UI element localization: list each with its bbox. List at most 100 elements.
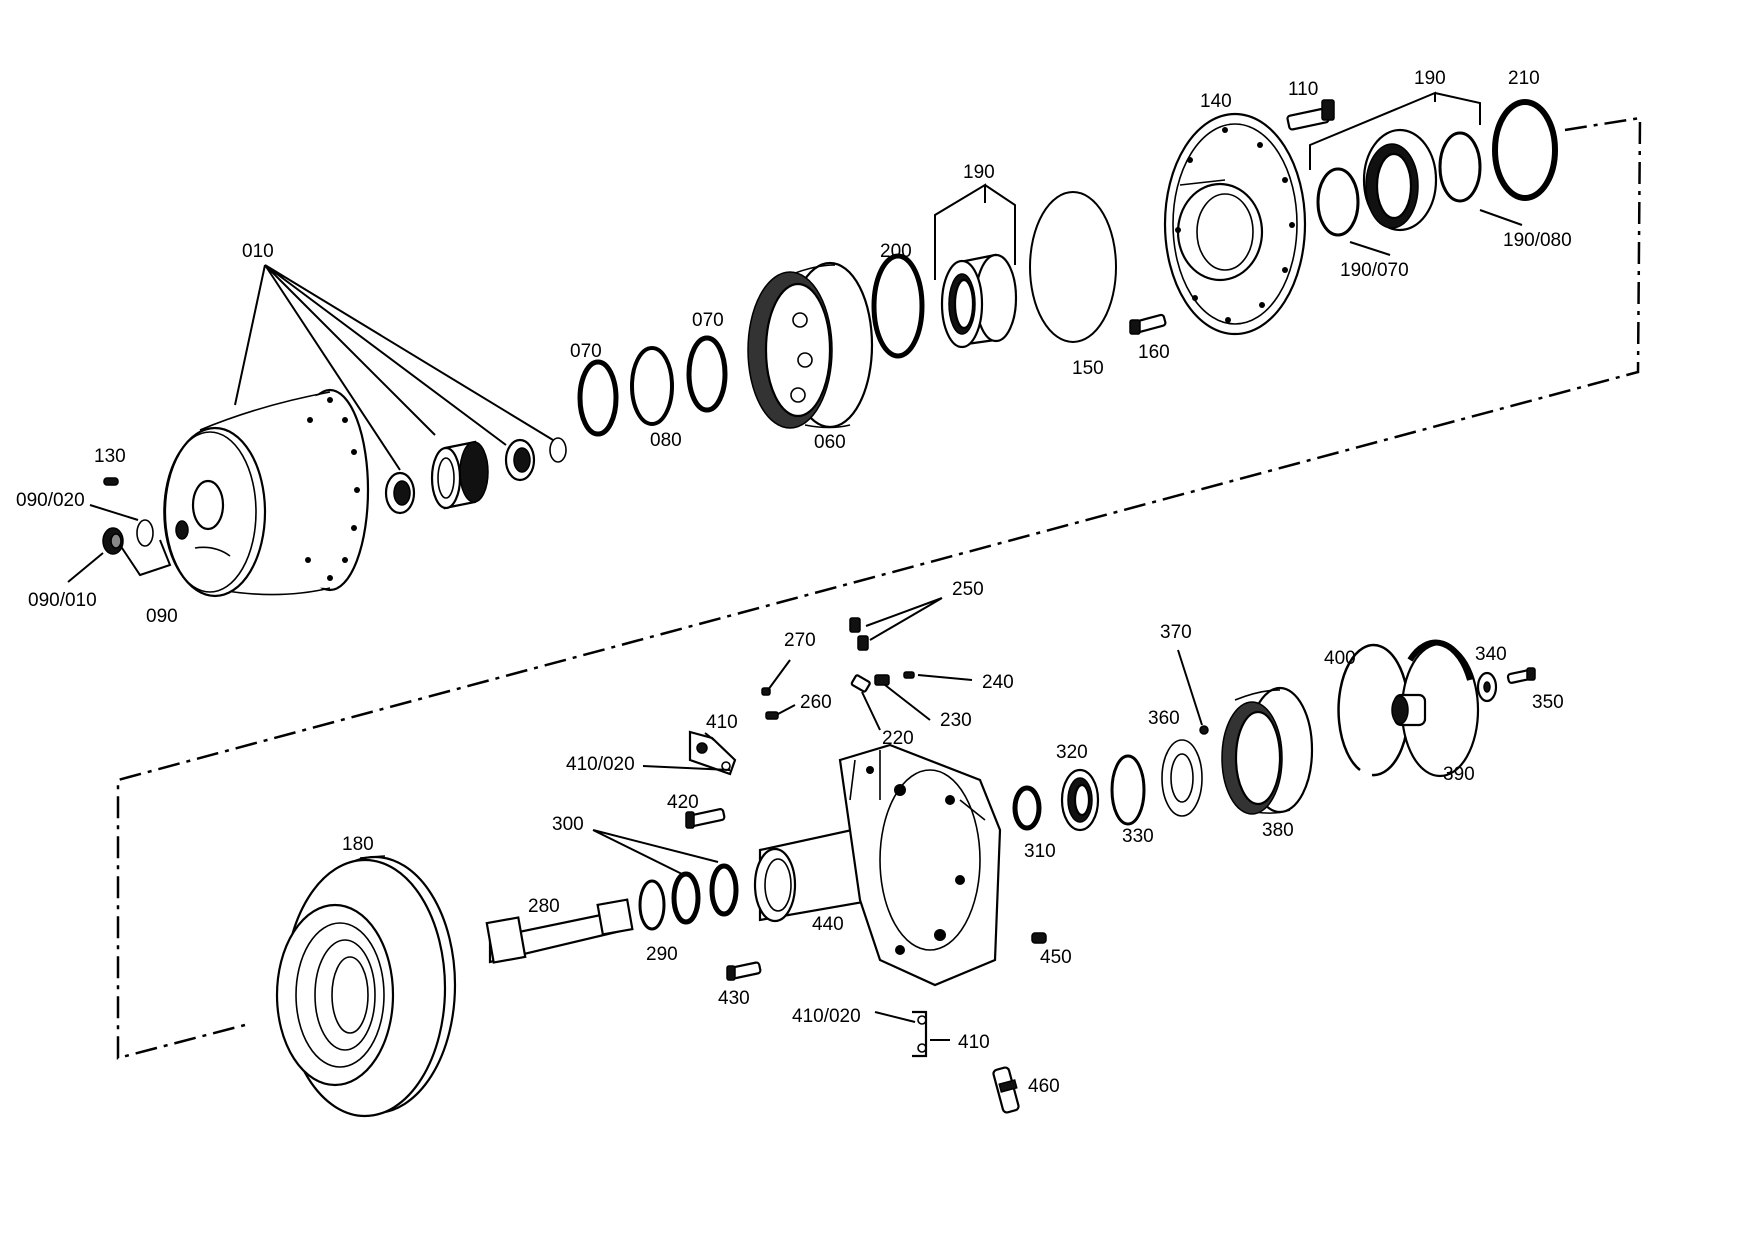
label-390[interactable]: 390 — [1443, 764, 1475, 785]
label-410-a[interactable]: 410 — [706, 712, 738, 733]
label-140[interactable]: 140 — [1200, 91, 1232, 112]
label-320[interactable]: 320 — [1056, 742, 1088, 763]
label-160[interactable]: 160 — [1138, 342, 1170, 363]
part-370-ball[interactable] — [1199, 725, 1209, 735]
label-410-b[interactable]: 410 — [958, 1032, 990, 1053]
label-070-a[interactable]: 070 — [570, 341, 602, 362]
label-360[interactable]: 360 — [1148, 708, 1180, 729]
part-400-snap-ring[interactable] — [1337, 643, 1410, 777]
label-260[interactable]: 260 — [800, 692, 832, 713]
part-200-ring[interactable] — [871, 253, 925, 359]
part-190-080-ring[interactable] — [1438, 131, 1482, 203]
label-200[interactable]: 200 — [880, 241, 912, 262]
label-190-b[interactable]: 190 — [1414, 68, 1446, 89]
part-210-seal[interactable] — [1492, 99, 1558, 201]
part-380-ring-gear[interactable] — [1221, 686, 1314, 815]
part-420-bolt[interactable] — [685, 808, 726, 829]
label-190-a[interactable]: 190 — [963, 162, 995, 183]
label-180[interactable]: 180 — [342, 834, 374, 855]
label-450[interactable]: 450 — [1040, 947, 1072, 968]
part-300-ring-b[interactable] — [709, 863, 739, 917]
label-370[interactable]: 370 — [1160, 622, 1192, 643]
label-270[interactable]: 270 — [784, 630, 816, 651]
part-070-ring-a[interactable] — [577, 359, 619, 437]
label-400[interactable]: 400 — [1324, 648, 1356, 669]
part-260-pin[interactable] — [765, 711, 779, 720]
label-410-020-b[interactable]: 410/020 — [792, 1006, 861, 1027]
label-090-010[interactable]: 090/010 — [28, 590, 97, 611]
label-310[interactable]: 310 — [1024, 841, 1056, 862]
part-320-bearing[interactable] — [1060, 768, 1100, 832]
part-410-bracket-lower[interactable] — [912, 1010, 928, 1058]
part-060-ring-gear[interactable] — [747, 261, 874, 430]
label-090-020[interactable]: 090/020 — [16, 490, 85, 511]
label-330[interactable]: 330 — [1122, 826, 1154, 847]
part-330-ring[interactable] — [1110, 754, 1146, 826]
part-230-screw[interactable] — [874, 674, 890, 686]
label-130[interactable]: 130 — [94, 446, 126, 467]
part-150-o-ring[interactable] — [1029, 191, 1117, 343]
part-300-ring-a[interactable] — [671, 871, 701, 925]
part-010-ring[interactable] — [549, 437, 567, 463]
part-280-shaft[interactable] — [485, 898, 634, 964]
part-010-housing[interactable] — [163, 388, 370, 598]
label-240[interactable]: 240 — [982, 672, 1014, 693]
label-190-070[interactable]: 190/070 — [1340, 260, 1409, 281]
label-280[interactable]: 280 — [528, 896, 560, 917]
label-350[interactable]: 350 — [1532, 692, 1564, 713]
label-090[interactable]: 090 — [146, 606, 178, 627]
label-190-080[interactable]: 190/080 — [1503, 230, 1572, 251]
part-250-pins[interactable] — [849, 617, 869, 651]
part-310-ring[interactable] — [1012, 785, 1042, 831]
label-420[interactable]: 420 — [667, 792, 699, 813]
label-460[interactable]: 460 — [1028, 1076, 1060, 1097]
label-300[interactable]: 300 — [552, 814, 584, 835]
label-440[interactable]: 440 — [812, 914, 844, 935]
label-290[interactable]: 290 — [646, 944, 678, 965]
assembly-axis-line — [116, 116, 1642, 1060]
part-010-bearing-a[interactable] — [384, 471, 416, 515]
part-440-carrier-housing[interactable] — [753, 743, 1002, 987]
part-010-bearing-c[interactable] — [504, 438, 536, 482]
part-290-ring[interactable] — [638, 879, 666, 931]
label-380[interactable]: 380 — [1262, 820, 1294, 841]
part-240-pin[interactable] — [903, 671, 915, 679]
label-230[interactable]: 230 — [940, 710, 972, 731]
label-220[interactable]: 220 — [882, 728, 914, 749]
part-130-pin[interactable] — [103, 477, 119, 486]
part-110-stud[interactable] — [1286, 99, 1335, 131]
part-430-bolt[interactable] — [726, 961, 762, 981]
part-080-ring[interactable] — [630, 346, 674, 426]
label-010[interactable]: 010 — [242, 241, 274, 262]
part-number-labels: 010 130 090/020 090/010 090 070 080 070 … — [16, 68, 1572, 1097]
leader-lines — [67, 91, 1523, 1041]
part-190-bearing[interactable] — [940, 253, 1018, 349]
part-220-block[interactable] — [850, 674, 871, 693]
label-340[interactable]: 340 — [1475, 644, 1507, 665]
label-070-b[interactable]: 070 — [692, 310, 724, 331]
label-110[interactable]: 110 — [1288, 79, 1318, 100]
part-090-nut-and-washer[interactable] — [102, 519, 154, 555]
part-180-brake-disc[interactable] — [275, 855, 457, 1118]
part-460-sensor[interactable] — [992, 1066, 1020, 1114]
label-430[interactable]: 430 — [718, 988, 750, 1009]
part-070-ring-b[interactable] — [686, 335, 728, 413]
label-150[interactable]: 150 — [1072, 358, 1104, 379]
label-080[interactable]: 080 — [650, 430, 682, 451]
label-060[interactable]: 060 — [814, 432, 846, 453]
part-190-bearing-right[interactable] — [1362, 128, 1438, 232]
part-140-hub-flange[interactable] — [1163, 112, 1307, 336]
label-210[interactable]: 210 — [1508, 68, 1540, 89]
part-190-070-ring[interactable] — [1316, 167, 1360, 237]
part-390-cover[interactable] — [1391, 639, 1480, 778]
part-010-bearing-b[interactable] — [430, 440, 489, 510]
part-450-plug[interactable] — [1031, 932, 1047, 944]
part-360-washer[interactable] — [1161, 739, 1203, 817]
part-340-washer[interactable] — [1476, 671, 1498, 703]
label-250[interactable]: 250 — [952, 579, 984, 600]
label-410-020-a[interactable]: 410/020 — [566, 754, 635, 775]
part-160-bolt[interactable] — [1129, 313, 1167, 335]
part-410-bracket-upper[interactable] — [688, 730, 737, 776]
part-350-bolt[interactable] — [1506, 667, 1536, 684]
